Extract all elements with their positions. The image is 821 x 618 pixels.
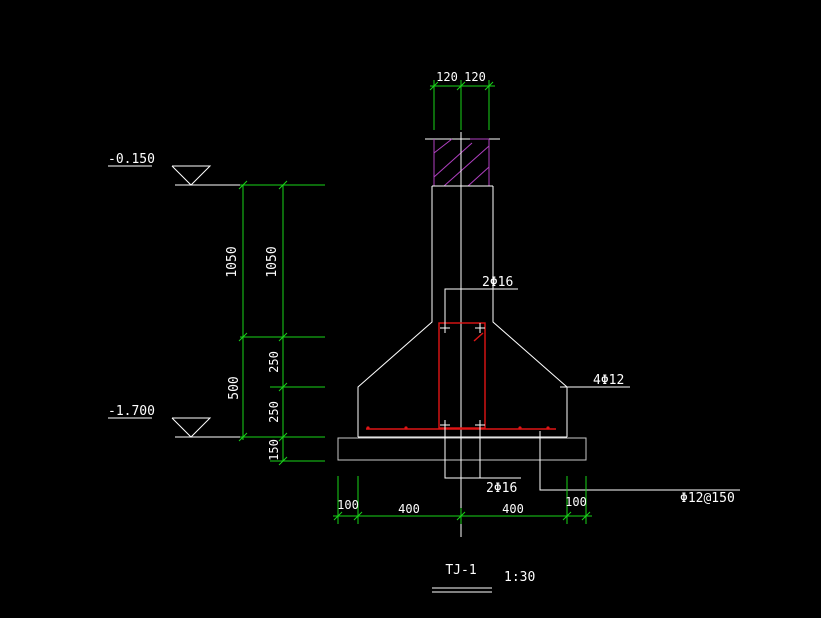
stirrup — [438, 322, 486, 429]
label-side-bars: 4Φ12 — [593, 373, 624, 388]
dim-taper-height: 250 — [267, 351, 281, 373]
wall-width-dimension: 120 120 — [429, 70, 495, 130]
elevation-bottom-label: -1.700 — [108, 404, 155, 419]
elevation-top-label: -0.150 — [108, 152, 155, 167]
label-top-bars: 2Φ16 — [482, 275, 513, 290]
elevation-marker-bottom: -1.700 — [108, 404, 245, 438]
dim-half-left: 400 — [398, 502, 420, 516]
dim-offset-left: 100 — [337, 498, 359, 512]
brick-wall — [425, 138, 500, 187]
foundation-outline — [337, 185, 587, 461]
horizontal-dimensions: 100 400 400 100 — [333, 476, 592, 524]
dim-base-height: 250 — [267, 401, 281, 423]
drawing-title: TJ-1 1:30 — [432, 563, 535, 593]
cushion-layer — [337, 437, 587, 461]
label-bottom-bars: 2Φ16 — [486, 481, 517, 496]
dim-wall-left: 120 — [436, 70, 458, 84]
dim-height-upper-left: 1050 — [225, 246, 240, 277]
rebar-labels: 2Φ16 4Φ12 2Φ16 Φ12@150 — [444, 275, 740, 506]
rebar-cage — [366, 322, 556, 430]
elevation-marker-top: -0.150 — [108, 152, 245, 186]
dim-offset-right: 100 — [565, 495, 587, 509]
dim-half-right: 400 — [502, 502, 524, 516]
label-distribution: Φ12@150 — [680, 491, 735, 506]
dim-combined-lower: 500 — [227, 376, 242, 399]
scale-label: 1:30 — [504, 570, 535, 585]
dim-cushion-height: 150 — [267, 439, 281, 461]
vertical-dimensions: 1050 1050 500 250 250 150 — [225, 180, 325, 466]
dim-height-upper-right: 1050 — [265, 246, 280, 277]
title-label: TJ-1 — [445, 563, 476, 578]
dim-wall-right: 120 — [464, 70, 486, 84]
